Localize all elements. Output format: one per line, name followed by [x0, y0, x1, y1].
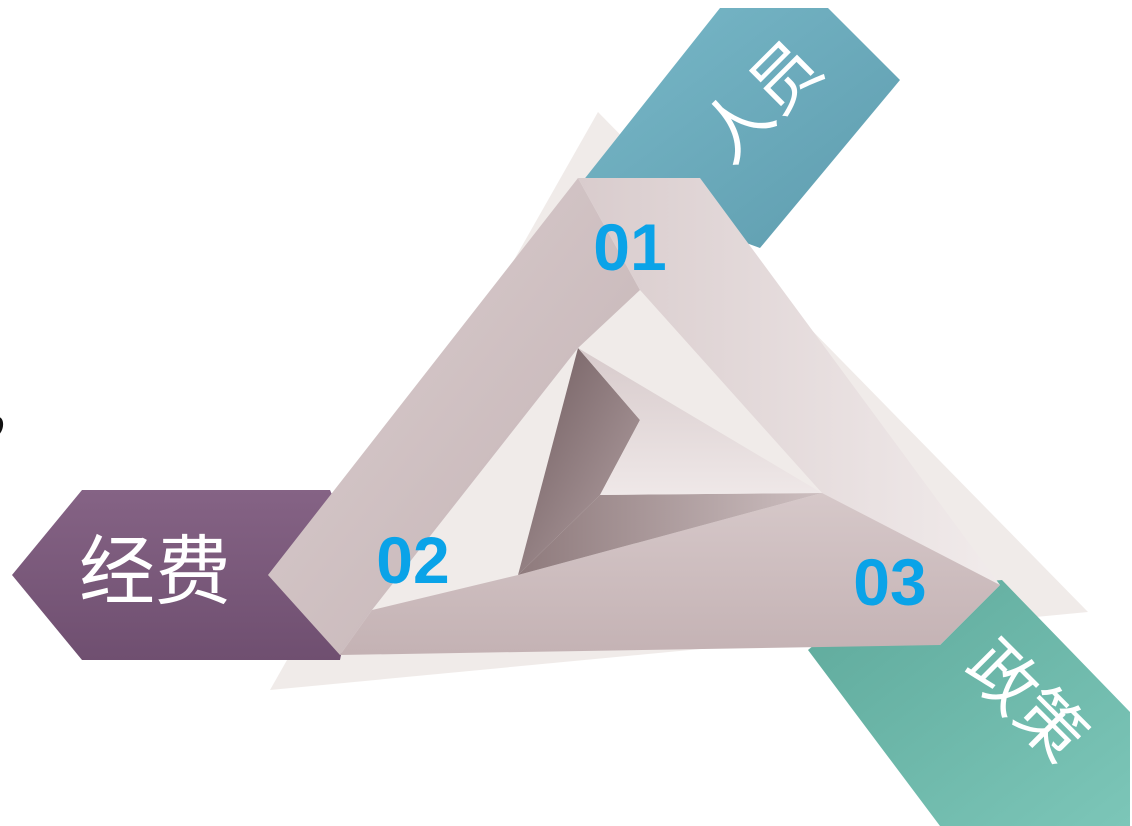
triangle-inner-right	[578, 348, 822, 495]
item-03-number: 03	[853, 545, 926, 619]
triangle-right-face	[578, 178, 1000, 645]
stray-comma: ，	[0, 374, 46, 448]
triangle-left-face	[268, 178, 640, 655]
band-funding	[12, 490, 360, 660]
band-funding-label: 经费	[79, 527, 231, 616]
triangle-bottom-face	[340, 493, 1000, 655]
triangle-inner-bottom	[518, 493, 822, 575]
item-01-number: 01	[593, 210, 666, 284]
triangle-inner-left	[518, 348, 640, 575]
item-02-number: 02	[376, 523, 449, 597]
